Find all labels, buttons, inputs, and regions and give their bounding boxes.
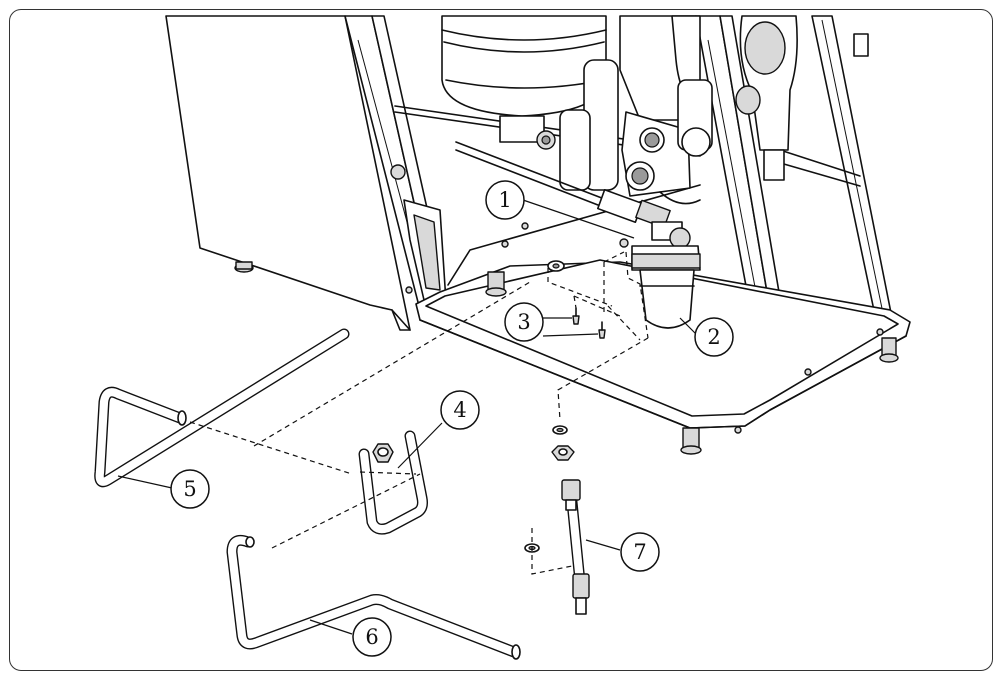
callout-5: 5 [170,469,210,509]
part-6-pipe [226,534,521,660]
callout-4: 4 [440,390,480,430]
boiler-frame [344,15,911,455]
assembly-dashed-lines [189,251,649,575]
expansion-vessel [441,15,607,150]
cabinet-side-panel [165,15,411,331]
callout-5-label: 5 [183,477,196,501]
small-fittings [372,260,606,553]
callout-2: 2 [694,317,734,357]
callout-7-label: 7 [633,540,646,564]
callout-3-label: 3 [517,310,530,334]
part-5-pipe [94,328,350,488]
filter-assembly [619,221,701,329]
callout-3: 3 [504,302,544,342]
hydraulic-group [455,15,798,229]
callout-6: 6 [352,617,392,657]
part-4-pipe [358,430,428,535]
callout-6-label: 6 [365,625,378,649]
part-7-hose [561,479,590,615]
callout-1-label: 1 [498,188,511,212]
callout-4-label: 4 [453,398,466,422]
callout-1: 1 [485,180,525,220]
callout-7: 7 [620,532,660,572]
leader-lines [117,199,697,635]
callout-2-label: 2 [707,325,720,349]
